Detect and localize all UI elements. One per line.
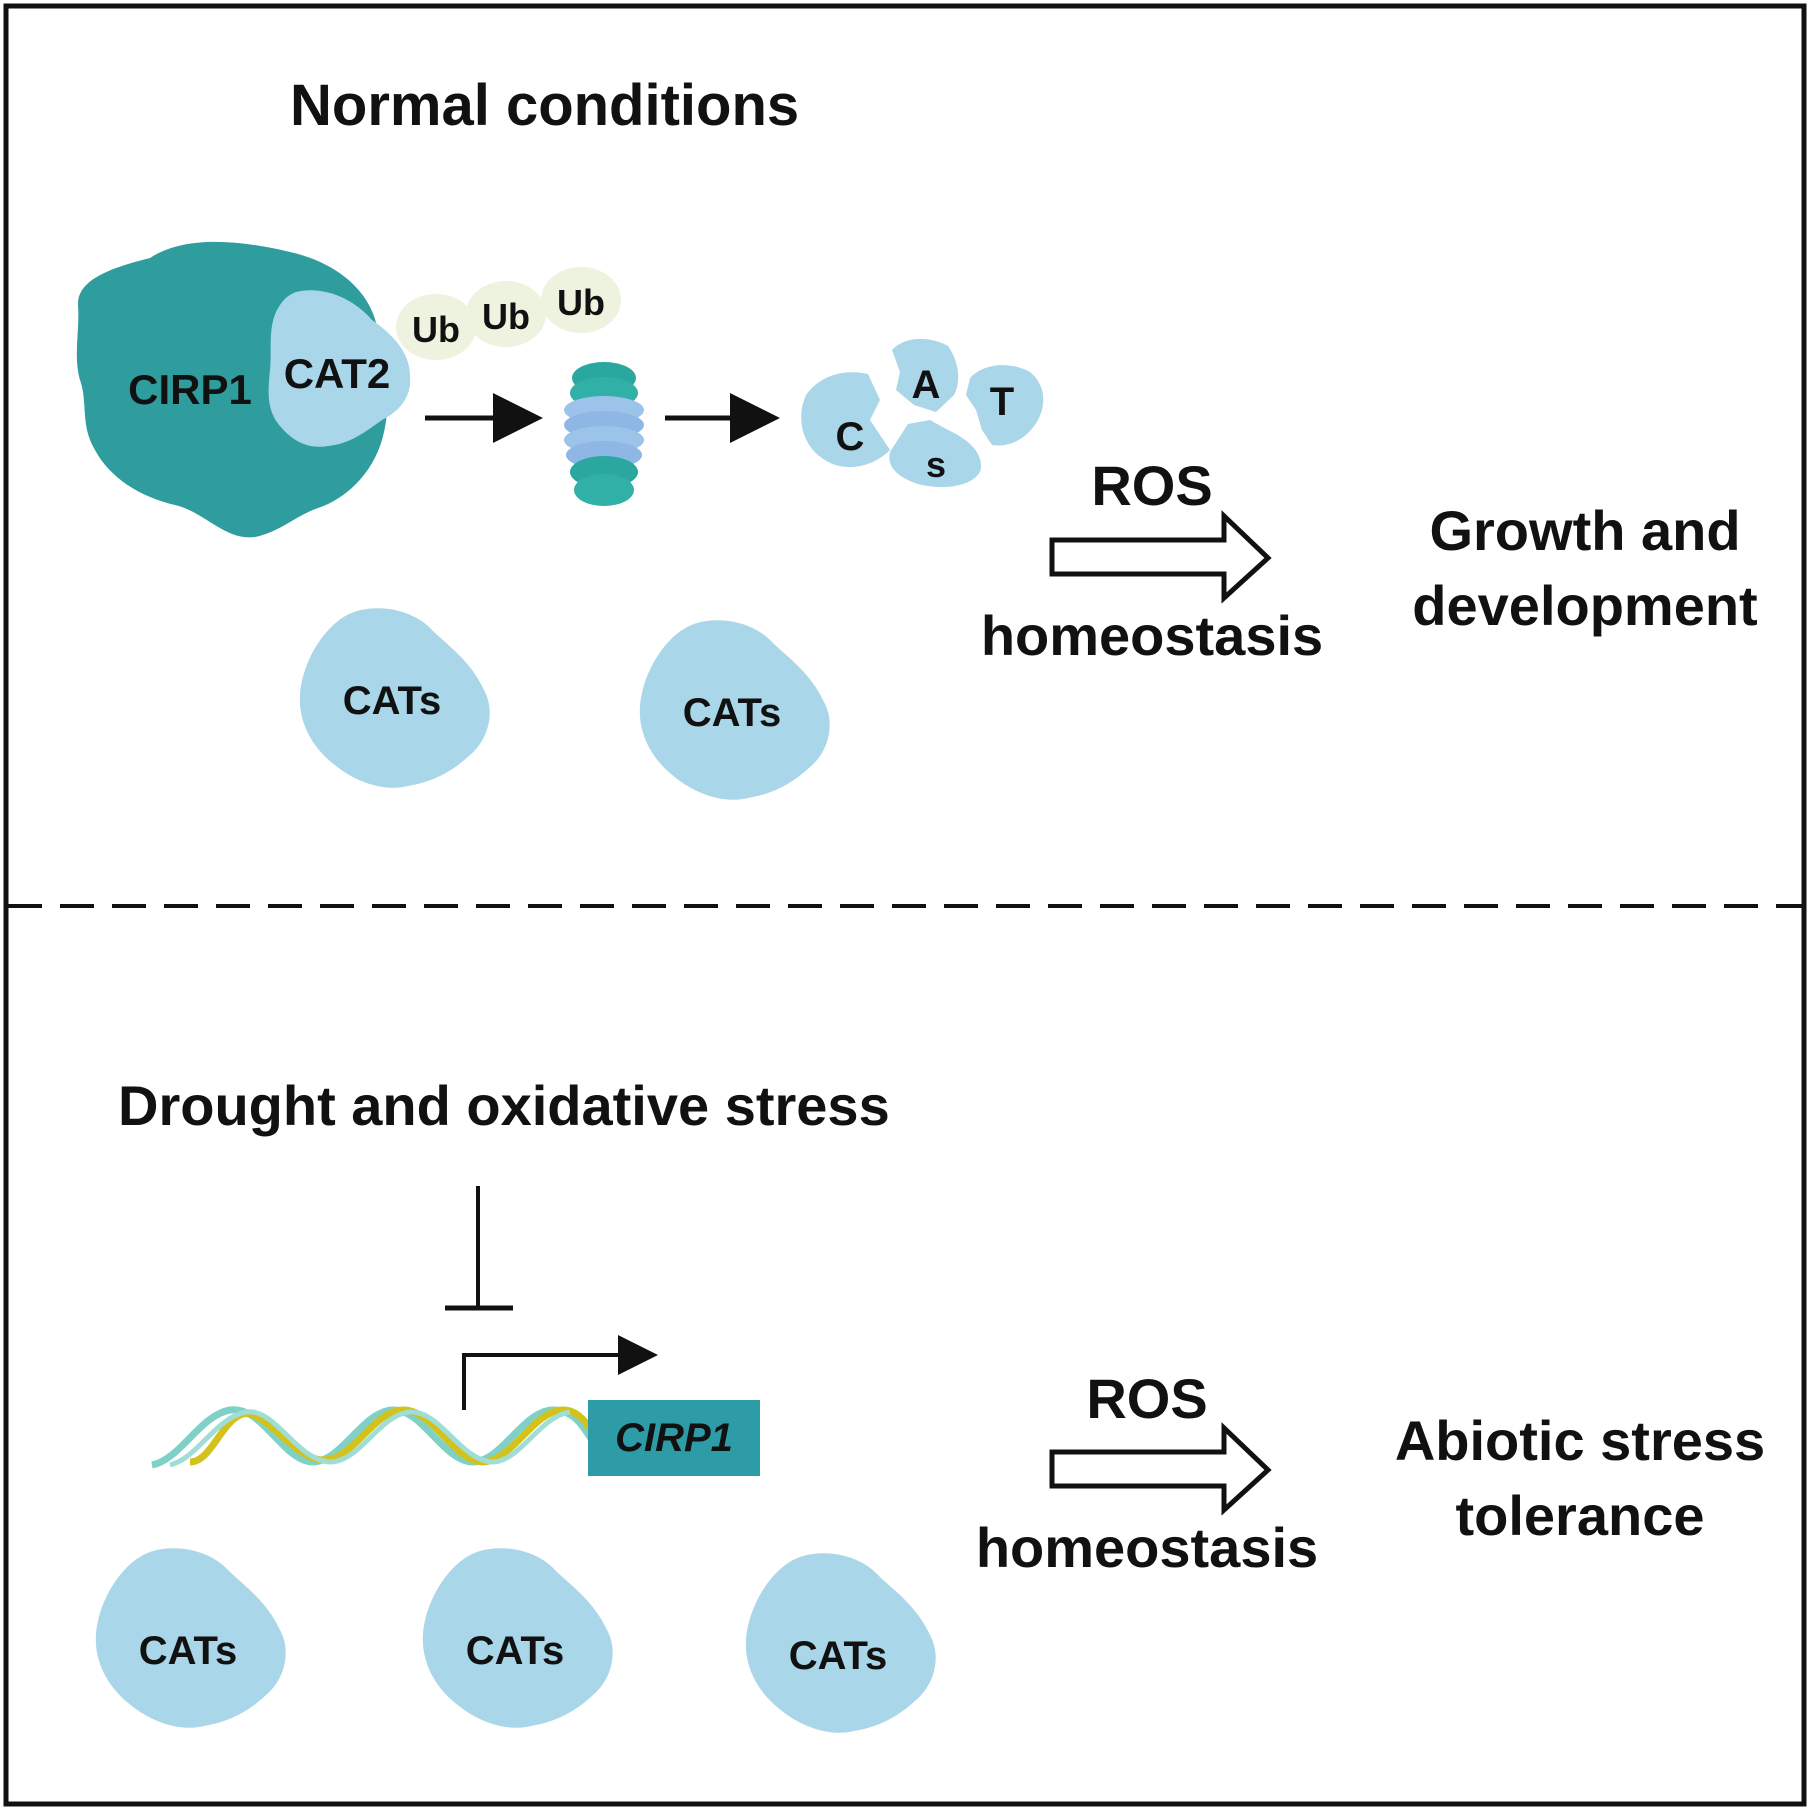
cats-label: CATs	[789, 1634, 888, 1678]
fragment-a	[892, 338, 959, 412]
cats-label: CATs	[466, 1629, 565, 1673]
ubiquitin-chain: Ub Ub Ub	[396, 267, 621, 360]
fragment-c	[801, 372, 890, 468]
fragment-letter: A	[912, 363, 941, 407]
ros-homeostasis-arrow	[1049, 510, 1272, 604]
ubiquitin-label: Ub	[482, 296, 530, 337]
free-cat-protein: CATs	[745, 1553, 936, 1733]
top-panel: Normal conditions CIRP1 CAT2 Ub Ub Ub	[76, 73, 1758, 800]
cirp1-label: CIRP1	[128, 366, 252, 413]
cirp1-cat2-complex: CIRP1 CAT2 Ub Ub Ub	[76, 241, 621, 538]
fragment-s	[889, 420, 981, 488]
degraded-cat-fragments: C A s T	[801, 338, 1044, 488]
ubiquitin-tag	[466, 281, 546, 347]
bottom-panel-title: Drought and oxidative stress	[118, 1074, 890, 1137]
outcome-line-2: tolerance	[1456, 1484, 1705, 1547]
cats-label: CATs	[139, 1629, 238, 1673]
outcome-line-1: Abiotic stress	[1395, 1409, 1765, 1472]
ubiquitin-label: Ub	[557, 282, 605, 323]
cirp1-gene-label: CIRP1	[615, 1416, 733, 1460]
top-panel-title: Normal conditions	[290, 73, 799, 138]
ubiquitin-tag	[541, 267, 621, 333]
free-cat-protein: CATs	[422, 1548, 613, 1728]
outcome-line-1: Growth and	[1429, 499, 1740, 562]
free-cat-protein: CATs	[299, 608, 490, 788]
cat2-protein-shape	[268, 290, 411, 447]
fragment-letter: T	[990, 380, 1014, 424]
fragment-letter: s	[926, 444, 946, 485]
ubiquitin-tag	[396, 294, 476, 360]
cats-label: CATs	[683, 691, 782, 735]
cat2-label: CAT2	[284, 350, 391, 397]
ubiquitin-label: Ub	[412, 309, 460, 350]
dna-strand-teal-2	[169, 1409, 571, 1468]
cats-label: CATs	[343, 679, 442, 723]
ros-label: ROS	[1091, 454, 1212, 517]
cirp1-gene-box	[588, 1400, 760, 1476]
outcome-line-2: development	[1412, 574, 1757, 637]
homeostasis-label: homeostasis	[976, 1516, 1318, 1579]
homeostasis-label: homeostasis	[981, 604, 1323, 667]
free-cat-protein: CATs	[95, 1548, 286, 1728]
fragment-letter: C	[836, 415, 865, 459]
transcription-start-arrow	[462, 1335, 658, 1410]
ros-label: ROS	[1086, 1367, 1207, 1430]
bottom-panel: Drought and oxidative stress CIRP1 CATs …	[95, 1074, 1765, 1733]
ros-homeostasis-arrow	[1049, 1422, 1272, 1516]
proteasome-icon	[564, 362, 644, 506]
free-cat-protein: CATs	[639, 620, 830, 800]
fragment-t	[966, 365, 1044, 446]
dna-helix	[151, 1406, 596, 1469]
